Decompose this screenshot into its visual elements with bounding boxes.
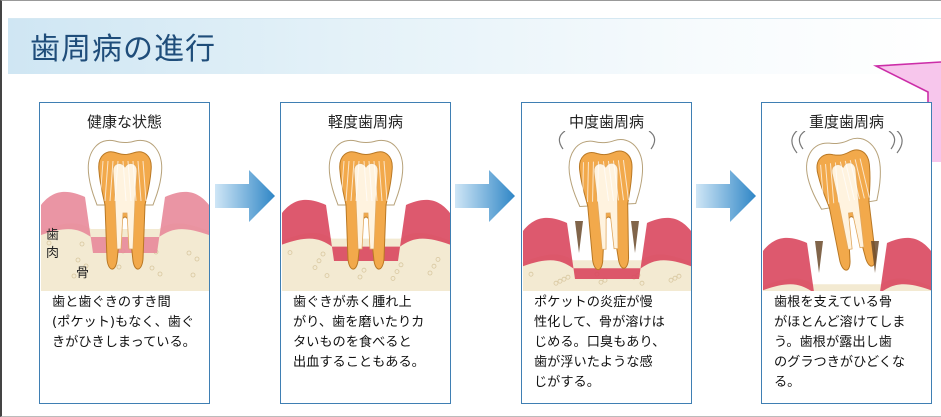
stage-description: 歯根を支えている骨 がほとんど溶けてしま う。歯根が露出し歯 のグラつきがひどく…: [774, 293, 926, 393]
stage-description: ポケットの炎症が慢 性化して、骨が溶けは じめる。口臭もあり、 歯が浮いたような…: [534, 293, 686, 393]
stage-panel-moderate: 中度歯周病 ポケットの炎症が慢 性化して、骨が溶けは じめる。口臭もあり、 歯が…: [521, 102, 692, 404]
label-gum-1: 歯: [46, 224, 59, 243]
stage-panel-severe: 重度歯周病 歯根を支えている骨 がほとんど溶けてしま う。歯根が露出し歯 のグラ…: [761, 102, 932, 404]
stage-description: 歯ぐきが赤く腫れ上 がり、歯を磨いたりカ タいものを食べると 出血することもある…: [293, 293, 445, 373]
stage-panel-healthy: 健康な状態 歯と歯ぐきのすき間 (ポケット)もなく、歯ぐ きがひきしまっている。: [39, 102, 210, 404]
right-arrow-icon: [215, 170, 275, 222]
stage-title: 中度歯周病: [522, 111, 691, 132]
stage-description: 歯と歯ぐきのすき間 (ポケット)もなく、歯ぐ きがひきしまっている。: [52, 293, 204, 353]
tooth-illustration: [763, 131, 931, 291]
label-bone: 骨: [76, 262, 89, 281]
tooth-illustration: [282, 131, 450, 291]
stage-title: 健康な状態: [40, 111, 209, 132]
tooth-illustration: [523, 131, 691, 291]
stage-title: 軽度歯周病: [281, 111, 450, 132]
stage-title: 重度歯周病: [762, 111, 931, 132]
label-gum-2: 肉: [46, 242, 59, 261]
right-arrow-icon: [696, 170, 756, 222]
tooth-illustration: [41, 131, 209, 291]
stage-panel-mild: 軽度歯周病 歯ぐきが赤く腫れ上 がり、歯を磨いたりカ タいものを食べると 出血す…: [280, 102, 451, 404]
page-title: 歯周病の進行: [30, 24, 216, 68]
right-arrow-icon: [455, 170, 515, 222]
